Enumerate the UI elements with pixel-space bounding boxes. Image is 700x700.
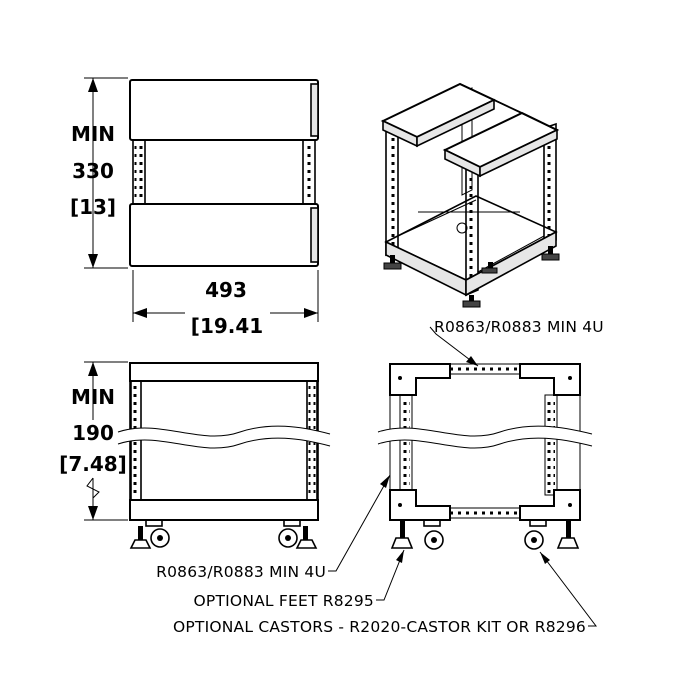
side-view: MIN 190 [7.48] (59, 361, 331, 549)
vertical-rail (544, 394, 558, 496)
arrowhead-icon (133, 308, 147, 318)
foot-icon (390, 520, 414, 549)
leader-line (328, 474, 391, 572)
iso-foot (383, 255, 402, 270)
arrowhead-icon (540, 552, 550, 564)
arrowhead-icon (466, 356, 478, 366)
iso-foot (541, 246, 560, 261)
side-top-plate (129, 362, 319, 382)
arrowhead-icon (88, 506, 98, 520)
callout-castors: OPTIONAL CASTORS - R2020-CASTOR KIT OR R… (173, 618, 586, 636)
rail-holes (402, 397, 410, 493)
height-mm-label: 330 (72, 159, 114, 183)
top-plate (129, 79, 319, 141)
castor-icon (278, 519, 301, 548)
callouts: R0863/R0883 MIN 4U R0863/R0883 MIN 4U OP… (156, 318, 604, 636)
corner-bracket (519, 363, 581, 396)
arrowhead-icon (396, 550, 404, 563)
arrowhead-icon (88, 78, 98, 92)
leader-line (539, 551, 598, 627)
iso-fastener (456, 222, 468, 234)
iso-bottom-plate (465, 230, 557, 297)
leader-line (429, 326, 479, 367)
iso-top-plate-edge (479, 128, 558, 178)
rail-holes (432, 510, 523, 516)
foot-icon (556, 520, 580, 549)
rail-holes (134, 142, 144, 202)
side-bottom-plate (129, 499, 319, 521)
arrowhead-icon (88, 254, 98, 268)
width-inch-label: [19.41 (191, 314, 263, 338)
iso-top-rail (493, 99, 558, 131)
rail-holes (304, 142, 314, 202)
callout-rails-top: R0863/R0883 MIN 4U (434, 318, 604, 336)
iso-foot (462, 295, 481, 308)
castor-icon (423, 519, 444, 550)
rail-holes (469, 175, 475, 287)
callout-feet: OPTIONAL FEET R8295 (194, 592, 374, 610)
front-view: MIN 330 [13] 493 [19.41 (70, 77, 319, 338)
width-mm-label: 493 (205, 278, 247, 302)
plate-edge (310, 207, 319, 263)
rail-holes (547, 133, 553, 241)
isometric-view (380, 82, 560, 308)
foot-icon (129, 526, 152, 549)
callout-rails-side: R0863/R0883 MIN 4U (156, 563, 326, 581)
corner-bracket (389, 489, 451, 521)
height-mm-label: 190 (72, 421, 114, 445)
castor-icon (145, 519, 170, 548)
arrowhead-icon (88, 362, 98, 376)
height-inch-label: [7.48] (59, 452, 127, 476)
foot-icon (295, 526, 318, 549)
plate-edge (310, 83, 319, 137)
break-line (117, 425, 331, 437)
corner-bracket (519, 489, 581, 521)
corner-bracket (389, 363, 451, 396)
bottom-plate (129, 203, 319, 267)
rail-detail-view (377, 363, 593, 550)
height-min-label: MIN (71, 122, 115, 146)
rail-holes (547, 397, 555, 493)
break-band (118, 426, 330, 449)
iso-brace (397, 199, 477, 237)
arrowhead-icon (304, 308, 318, 318)
break-line (377, 437, 593, 449)
height-inch-label: [13] (70, 195, 116, 219)
arrowhead-icon (380, 475, 390, 488)
break-line (117, 437, 331, 449)
break-line (377, 425, 593, 437)
break-band (378, 426, 592, 449)
break-mark (86, 477, 100, 499)
castor-icon (524, 519, 547, 550)
iso-foot (481, 262, 498, 274)
height-min-label: MIN (71, 385, 115, 409)
leader-line (376, 549, 405, 601)
iso-top-plate-edge (416, 98, 495, 148)
rail-holes (432, 366, 523, 372)
rail-holes (389, 130, 395, 248)
